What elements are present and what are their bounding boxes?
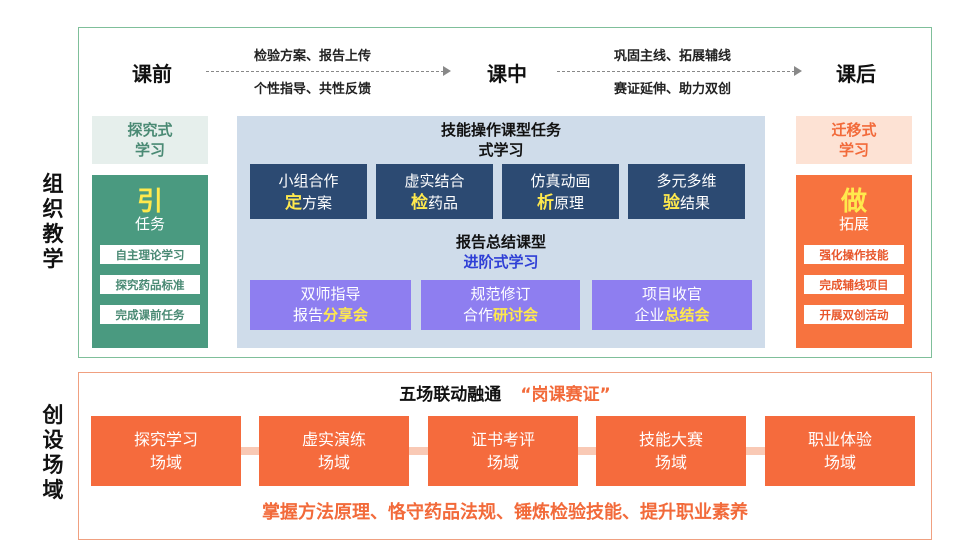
arrow1-head-icon xyxy=(443,66,451,76)
skill-box-verify: 多元多维 验结果 xyxy=(628,164,745,219)
left-column: 引 任务 自主理论学习 探究药品标准 完成课前任务 xyxy=(92,175,208,348)
report-box-line1: 项目收官 xyxy=(641,285,702,303)
skill-box-line2: 验结果 xyxy=(663,192,710,214)
field-box-line1: 职业体验 xyxy=(807,430,872,449)
arrow1-bottom-text: 个性指导、共性反馈 xyxy=(254,82,372,97)
report-box-share: 双师指导 报告分享会 xyxy=(250,280,411,330)
side-label-organize: 组织教学 xyxy=(38,172,68,272)
field-box-contest: 技能大赛 场域 xyxy=(596,416,746,486)
skill-box-analyze: 仿真动画 析原理 xyxy=(502,164,619,219)
report-box-summary: 项目收官 企业总结会 xyxy=(592,280,752,330)
field-box-line2: 场域 xyxy=(823,453,856,472)
arrow2-head-icon xyxy=(794,66,802,76)
skill-box-plan: 小组合作 定方案 xyxy=(250,164,367,219)
right-heading: 迁移式 学习 xyxy=(796,116,912,164)
skill-title-line1: 技能操作课型任务 xyxy=(440,121,561,139)
field-box-virtual: 虚实演练 场域 xyxy=(259,416,409,486)
report-box-line1: 双师指导 xyxy=(300,285,361,303)
skill-box-line2: 定方案 xyxy=(285,192,332,214)
left-item: 完成课前任务 xyxy=(100,305,200,324)
skill-title-line2: 式学习 xyxy=(478,141,524,159)
field-box-line1: 技能大赛 xyxy=(638,430,703,449)
left-big-char: 引 xyxy=(136,187,163,217)
center-panel: 技能操作课型任务 式学习 小组合作 定方案 虚实结合 检药品 仿真动画 析原理 … xyxy=(237,116,765,348)
skill-box-rest: 结果 xyxy=(679,193,710,212)
right-item: 完成辅线项目 xyxy=(804,275,904,294)
report-box-plain: 报告 xyxy=(292,306,323,324)
arrow2-top-text: 巩固主线、拓展辅线 xyxy=(614,49,732,64)
report-title-line1: 报告总结课型 xyxy=(455,233,546,251)
skill-box-line1: 多元多维 xyxy=(656,171,717,190)
field-box-line2: 场域 xyxy=(317,453,350,472)
skill-title: 技能操作课型任务 式学习 xyxy=(237,120,765,160)
fields-quote: “岗课赛证” xyxy=(520,385,611,405)
report-box-plain: 企业 xyxy=(634,306,665,324)
side-label-field: 创设场域 xyxy=(38,403,68,503)
report-box-key: 总结会 xyxy=(664,306,710,324)
phase-after: 课后 xyxy=(836,62,876,86)
field-box-certificate: 证书考评 场域 xyxy=(428,416,578,486)
phase-during: 课中 xyxy=(487,62,527,86)
report-box-line1: 规范修订 xyxy=(470,285,531,303)
skill-box-key: 析 xyxy=(536,192,554,213)
skill-box-line2: 检药品 xyxy=(411,192,458,214)
side-label-field-text: 创设场域 xyxy=(42,403,64,502)
skill-box-key: 定 xyxy=(284,192,302,213)
right-item: 开展双创活动 xyxy=(804,305,904,324)
arrow2-line xyxy=(557,71,795,72)
skill-box-line2: 析原理 xyxy=(537,192,584,214)
field-box-line2: 场域 xyxy=(486,453,519,472)
fields-heading: 五场联动融通 “岗课赛证” xyxy=(78,380,932,405)
right-sub: 拓展 xyxy=(838,215,869,233)
skill-box-rest: 原理 xyxy=(553,193,584,212)
report-box-plain: 合作 xyxy=(462,306,493,324)
field-box-career: 职业体验 场域 xyxy=(765,416,915,486)
field-box-line2: 场域 xyxy=(654,453,687,472)
left-heading-line2: 学习 xyxy=(134,141,165,159)
skill-box-inspect: 虚实结合 检药品 xyxy=(376,164,493,219)
report-box-line2: 合作研讨会 xyxy=(463,305,538,326)
left-item: 探究药品标准 xyxy=(100,275,200,294)
field-box-line2: 场域 xyxy=(149,453,182,472)
right-item: 强化操作技能 xyxy=(804,245,904,264)
report-title: 报告总结课型 进阶式学习 xyxy=(237,232,765,272)
skill-box-line1: 仿真动画 xyxy=(530,171,591,190)
left-sub: 任务 xyxy=(134,215,165,233)
field-box-line1: 虚实演练 xyxy=(301,430,366,449)
side-label-organize-text: 组织教学 xyxy=(42,172,64,271)
left-item: 自主理论学习 xyxy=(100,245,200,264)
fields-title: 五场联动融通 xyxy=(399,385,502,405)
left-heading: 探究式 学习 xyxy=(92,116,208,164)
field-box-explore: 探究学习 场域 xyxy=(91,416,241,486)
right-heading-line1: 迁移式 xyxy=(831,121,877,139)
report-box-discuss: 规范修订 合作研讨会 xyxy=(421,280,580,330)
field-box-line1: 证书考评 xyxy=(470,430,535,449)
skill-box-rest: 方案 xyxy=(301,193,332,212)
skill-box-key: 验 xyxy=(662,192,680,213)
skill-box-key: 检 xyxy=(410,192,428,213)
report-box-line2: 报告分享会 xyxy=(293,305,368,326)
skill-box-line1: 虚实结合 xyxy=(404,171,465,190)
right-column: 做 拓展 强化操作技能 完成辅线项目 开展双创活动 xyxy=(796,175,912,348)
phase-before: 课前 xyxy=(132,62,172,86)
report-box-line2: 企业总结会 xyxy=(634,305,709,326)
report-box-key: 分享会 xyxy=(323,306,369,324)
skill-box-line1: 小组合作 xyxy=(278,171,339,190)
right-big-char: 做 xyxy=(840,187,867,217)
left-heading-line1: 探究式 xyxy=(127,121,173,139)
arrow2-bottom-text: 赛证延伸、助力双创 xyxy=(614,82,732,97)
field-frame xyxy=(78,372,932,540)
arrow1-line xyxy=(206,71,444,72)
skill-box-rest: 药品 xyxy=(427,193,458,212)
organize-frame xyxy=(78,27,932,358)
fields-motto: 掌握方法原理、恪守药品法规、锤炼检验技能、提升职业素养 xyxy=(262,502,748,523)
report-box-key: 研讨会 xyxy=(493,306,539,324)
arrow1-top-text: 检验方案、报告上传 xyxy=(254,49,372,64)
report-title-line2: 进阶式学习 xyxy=(463,253,539,271)
field-box-line1: 探究学习 xyxy=(133,430,198,449)
right-heading-line2: 学习 xyxy=(838,141,869,159)
